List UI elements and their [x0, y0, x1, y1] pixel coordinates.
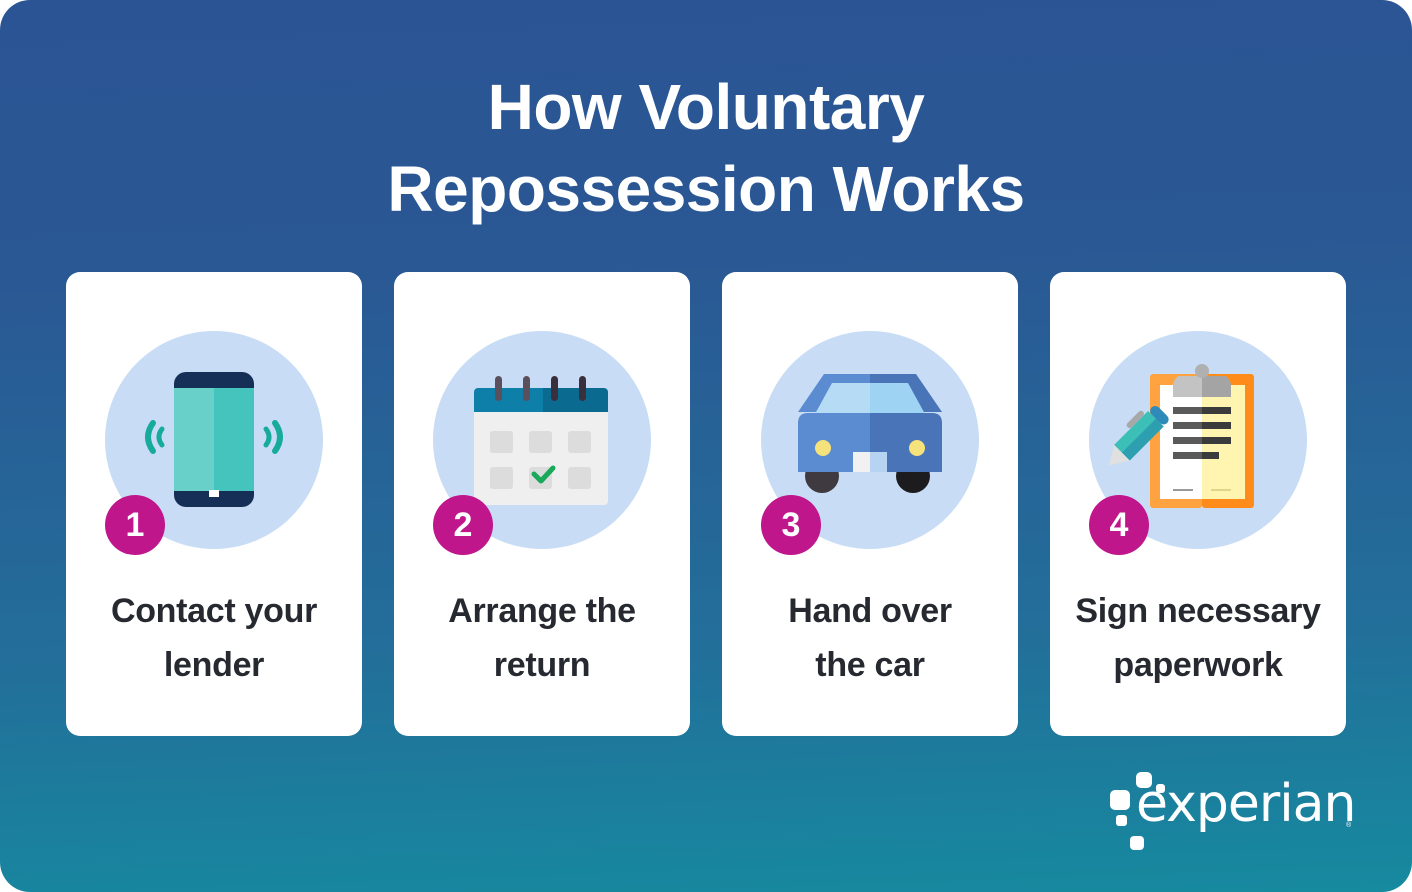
title-line-1: How Voluntary	[487, 71, 925, 143]
step-label-line-2: paperwork	[1113, 646, 1283, 684]
step-card-1: 1 Contact your lender	[66, 272, 362, 736]
step-label: Contact your lender	[66, 584, 362, 692]
step-number-badge: 4	[1089, 495, 1149, 555]
step-label-line-1: Contact your	[110, 592, 318, 630]
registered-mark: ®	[1346, 822, 1352, 829]
step-card-2: 2 Arrange the return	[394, 272, 690, 736]
logo-dot-icon	[1156, 784, 1165, 793]
calendar-check-icon	[474, 376, 608, 505]
step-number-badge: 2	[433, 495, 493, 555]
step-card-4: 4 Sign necessary paperwork	[1050, 272, 1346, 736]
experian-logo: experian ®	[1108, 770, 1358, 854]
step-label-line-2: return	[493, 646, 591, 684]
logo-dot-icon	[1136, 772, 1152, 788]
logo-dot-icon	[1116, 815, 1127, 826]
step-label-line-2: the car	[815, 646, 925, 684]
logo-wordmark: experian	[1136, 774, 1356, 834]
step-label: Hand over the car	[722, 584, 1018, 692]
smartphone-ringing-icon	[145, 372, 283, 507]
step-label: Arrange the return	[394, 584, 690, 692]
step-number-badge: 1	[105, 495, 165, 555]
step-label-line-2: lender	[163, 646, 265, 684]
step-label-line-1: Hand over	[788, 592, 952, 630]
step-number-badge: 3	[761, 495, 821, 555]
step-label: Sign necessary paperwork	[1050, 584, 1346, 692]
step-card-3: 3 Hand over the car	[722, 272, 1018, 736]
title-line-2: Repossession Works	[387, 153, 1025, 225]
page-title: How Voluntary Repossession Works	[0, 66, 1412, 230]
logo-dot-icon	[1130, 836, 1144, 850]
car-front-icon	[798, 374, 942, 493]
logo-dot-icon	[1110, 790, 1130, 810]
clipboard-pen-icon	[1109, 364, 1254, 508]
step-label-line-1: Arrange the	[448, 592, 636, 630]
step-label-line-1: Sign necessary	[1075, 592, 1321, 630]
